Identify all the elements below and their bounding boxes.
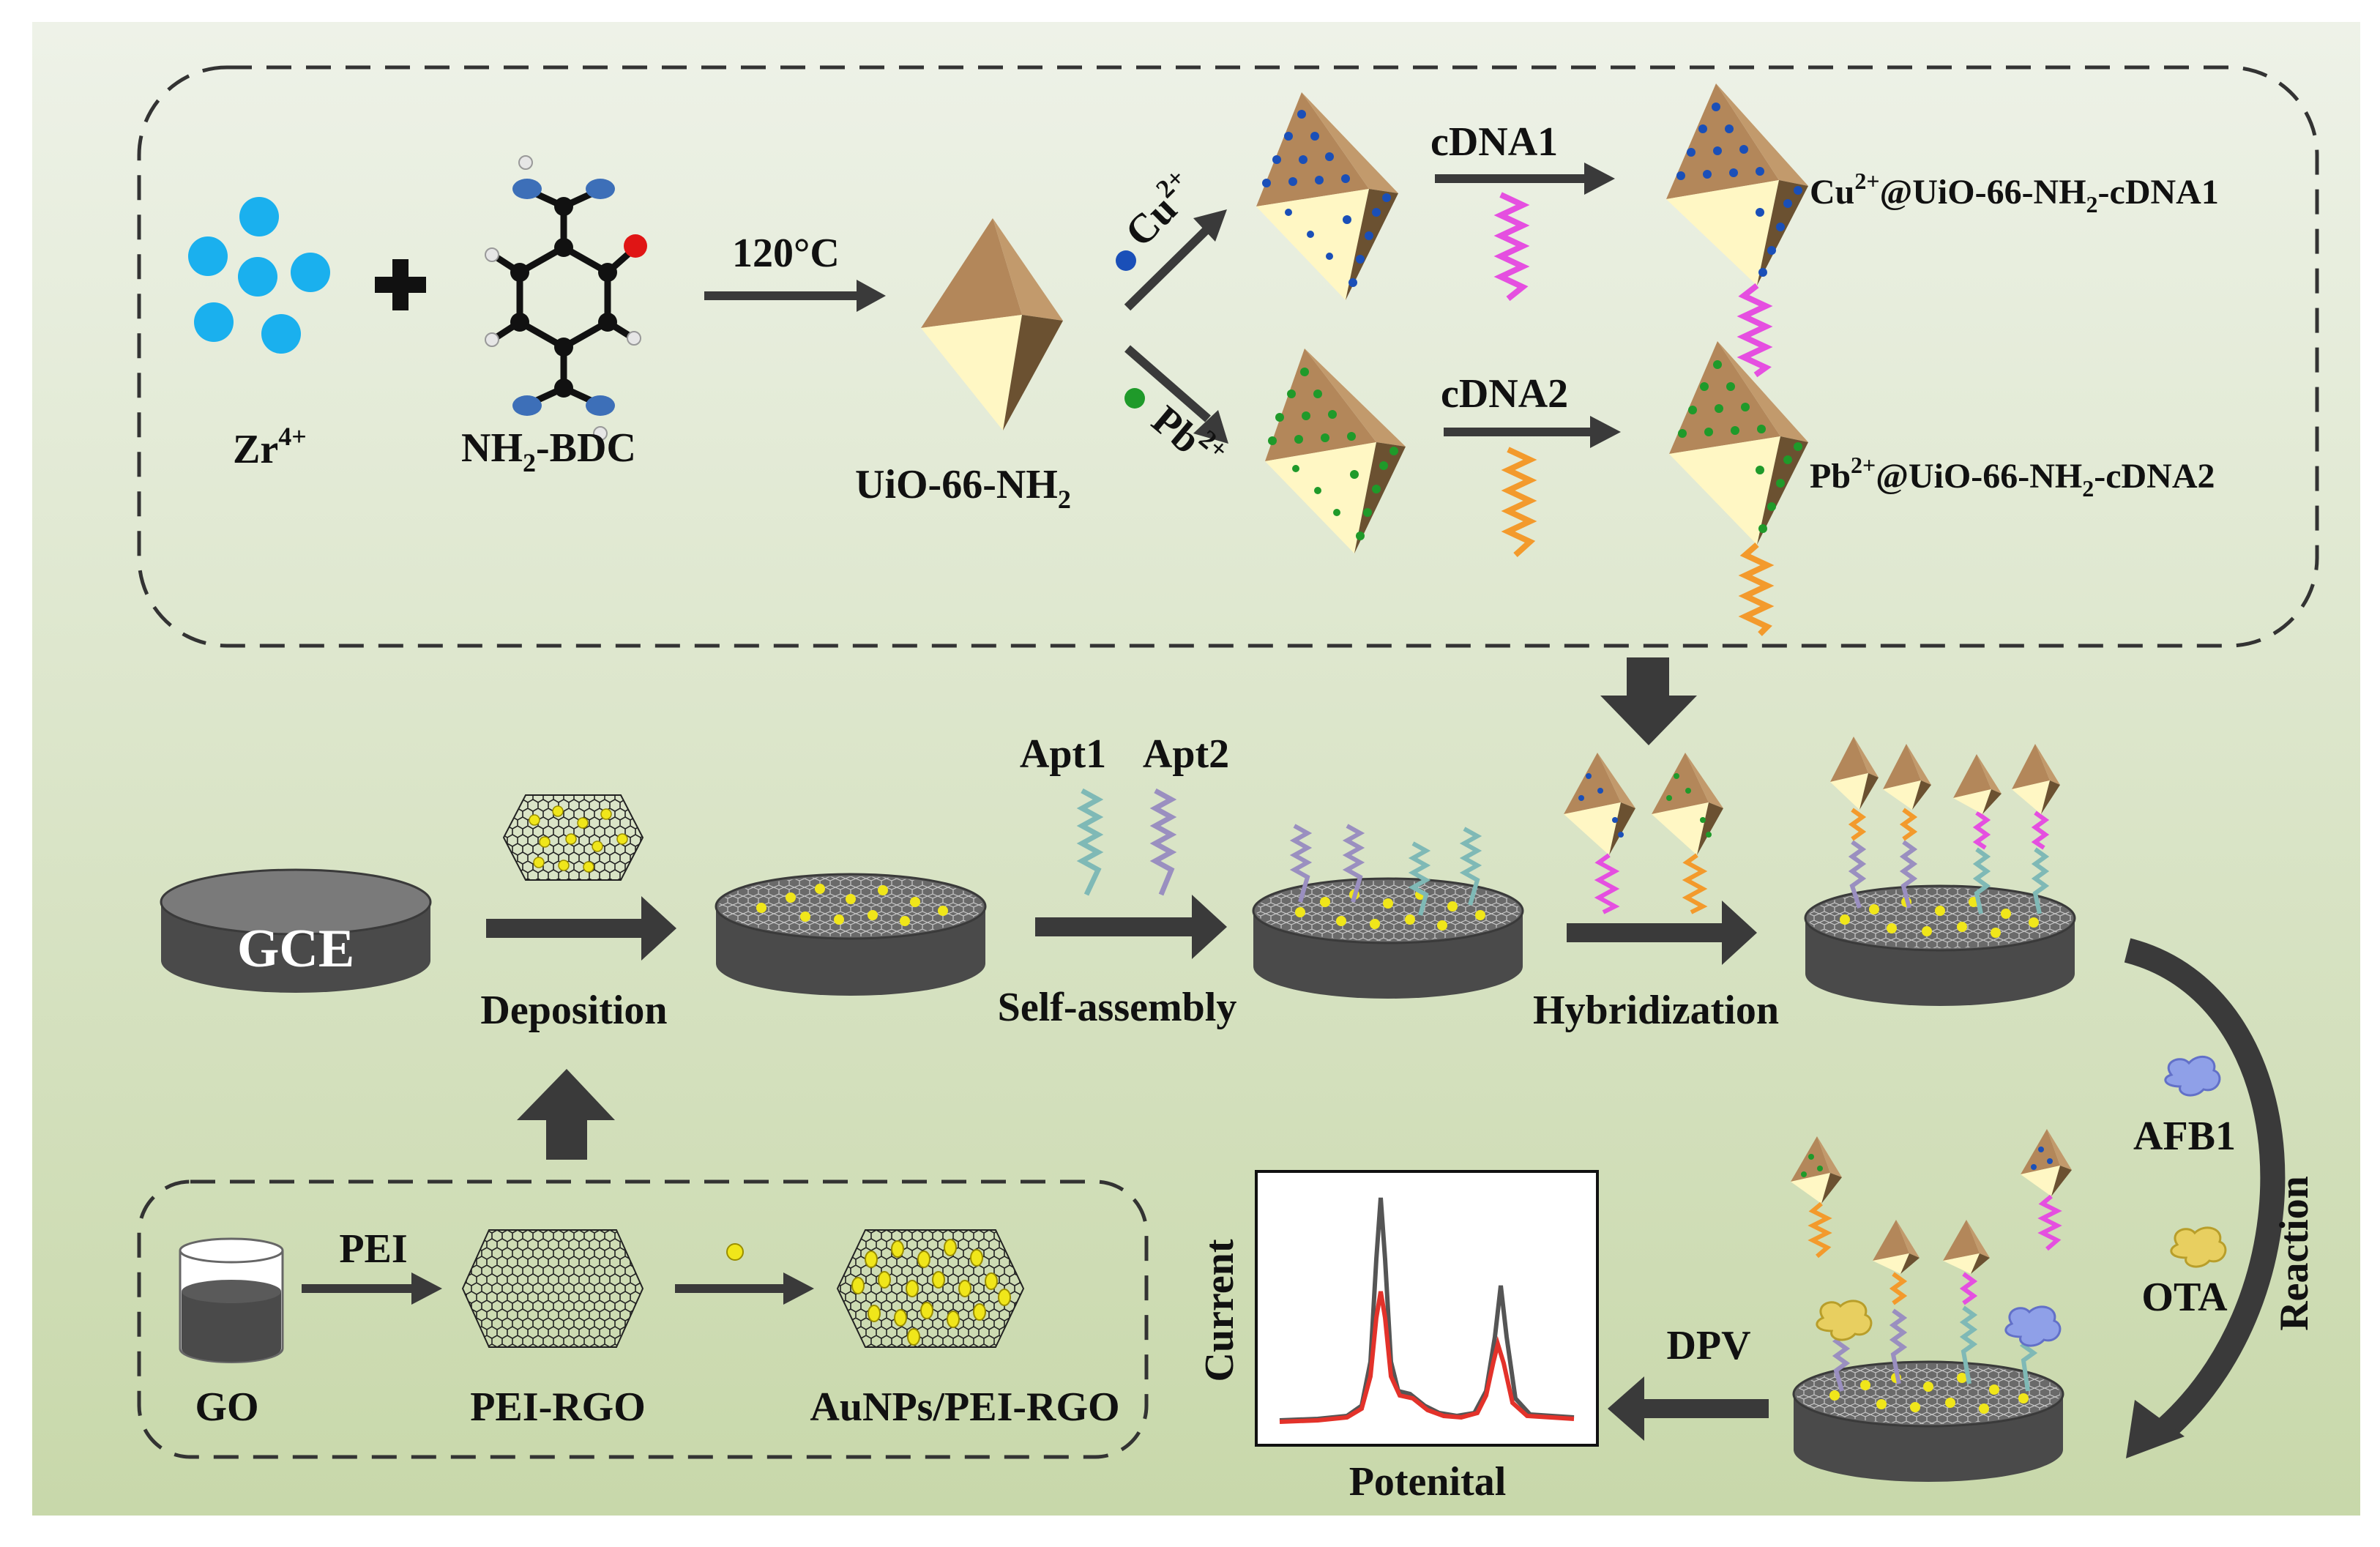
uio-66-nh2-octahedron-icon — [921, 218, 1063, 430]
apt1-label: Apt1 — [1020, 731, 1106, 777]
afb1-label: AFB1 — [2133, 1114, 2236, 1159]
dpv-curve-red — [1279, 1291, 1575, 1424]
target-captured-electrode — [1792, 1220, 2064, 1482]
temperature-label: 120°C — [732, 231, 840, 276]
aunps-pei-rgo-label: AuNPs/PEI-RGO — [810, 1384, 1119, 1430]
molecule-atoms — [485, 155, 647, 441]
ota-molecule-icon — [2170, 1226, 2227, 1268]
cdna1-label: cDNA1 — [1430, 119, 1558, 165]
reaction-label: Reaction — [2272, 1176, 2317, 1331]
dpv-plot-frame — [1255, 1170, 1599, 1447]
pei-rgo-sheet-icon — [461, 1229, 644, 1348]
apt2-label: Apt2 — [1143, 731, 1229, 777]
probe1-cdna1-strand-icon — [1736, 283, 1773, 378]
cu-arrow — [1124, 225, 1212, 311]
aunps-preparation-panel — [137, 1179, 1149, 1459]
probe2-cdna2-strand-icon — [1738, 542, 1775, 636]
self-assembly-label: Self-assembly — [998, 985, 1237, 1030]
aunps-rgo-sheet-icon — [502, 794, 644, 881]
cdna1-strand-icon — [1493, 192, 1530, 302]
pb-ion-icon — [1124, 388, 1145, 409]
released-cu-probe-icon — [2021, 1129, 2072, 1251]
probe-electrode — [1804, 737, 2076, 1006]
go-beaker-icon — [179, 1237, 284, 1364]
gce-electrode — [160, 868, 432, 993]
afb1-molecule-icon — [2164, 1055, 2221, 1097]
probe2-label: Pb2+@UiO-66-NH2-cDNA2 — [1810, 452, 2215, 502]
apt2-strand-icon — [1149, 788, 1177, 896]
zr-ions — [188, 197, 330, 354]
hybridization-probe-cu-icon — [1564, 753, 1635, 914]
zr-label: Zr4+ — [233, 422, 307, 472]
ota-label: OTA — [2141, 1275, 2228, 1320]
hybridization-probe-pb-icon — [1652, 753, 1723, 914]
up-arrow-icon — [517, 1069, 615, 1160]
apt1-strand-icon — [1076, 788, 1104, 896]
probe1-label: Cu2+@UiO-66-NH2-cDNA1 — [1810, 168, 2219, 217]
cdna2-label: cDNA2 — [1441, 371, 1568, 417]
hybridization-label: Hybridization — [1533, 988, 1779, 1033]
dpv-xlabel: Potenital — [1349, 1459, 1507, 1505]
aunps-pei-rgo-sheet-icon — [836, 1229, 1025, 1348]
probe2-octahedron-icon — [1669, 341, 1808, 545]
pei-rgo-label: PEI-RGO — [470, 1384, 646, 1430]
probe1-octahedron-icon — [1666, 83, 1808, 286]
pb-arrow — [1124, 345, 1211, 422]
reaction-curved-arrow — [2124, 938, 2286, 1437]
pb-loaded-mof-icon — [1265, 348, 1406, 553]
deposition-label: Deposition — [480, 988, 667, 1033]
cu-loaded-mof-icon — [1256, 92, 1398, 300]
gce-label: GCE — [237, 919, 354, 979]
plus-icon — [375, 259, 426, 310]
ligand-label: NH2-BDC — [461, 425, 636, 477]
cdna2-strand-icon — [1501, 447, 1537, 557]
mof-label: UiO-66-NH2 — [855, 462, 1071, 514]
pei-label: PEI — [339, 1226, 407, 1272]
aptamer-electrode — [1252, 824, 1524, 999]
go-label: GO — [195, 1384, 258, 1430]
dpv-ylabel: Current — [1197, 1239, 1242, 1382]
down-arrow-icon — [1600, 657, 1697, 745]
modified-electrode — [715, 873, 987, 996]
released-pb-probe-icon — [1791, 1136, 1842, 1259]
dpv-label: DPV — [1666, 1323, 1750, 1368]
gold-nanoparticle-icon — [726, 1243, 744, 1261]
cu-ion-icon — [1116, 250, 1136, 271]
mof-synthesis-panel — [137, 65, 2319, 648]
